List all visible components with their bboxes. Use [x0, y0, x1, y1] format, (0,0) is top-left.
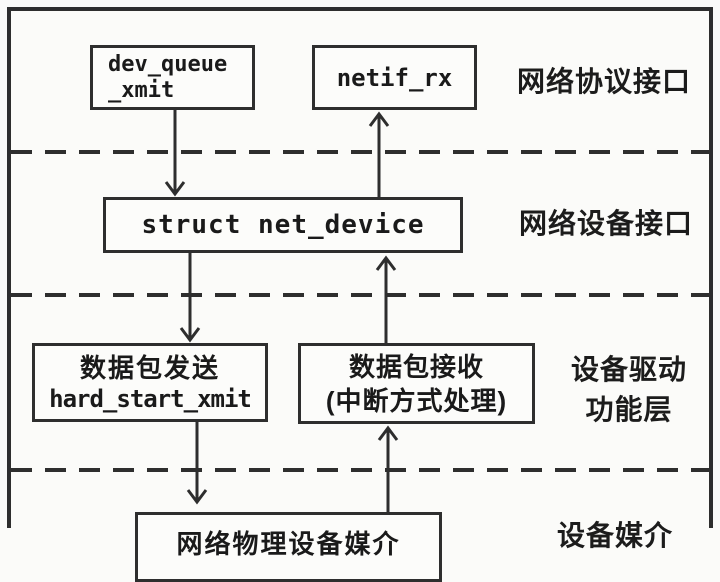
layer-label-driver-function: 设备驱动 功能层 [566, 350, 692, 430]
packet-receive-subtitle: (中断方式处理) [325, 385, 508, 416]
box-dev-queue-xmit: dev_queue _xmit [90, 45, 255, 110]
netif-rx-text: netif_rx [336, 63, 453, 92]
layer-label-protocol-interface: 网络协议接口 [517, 66, 692, 97]
dev-queue-xmit-text-line2: _xmit [108, 77, 175, 103]
outer-border [7, 7, 713, 528]
box-physical-media: 网络物理设备媒介 [135, 512, 442, 582]
diagram-lines-layer [7, 7, 713, 528]
layer-label-device-media: 设备媒介 [557, 520, 674, 551]
arrow-devqueue-to-netdevice-icon [164, 110, 186, 197]
box-packet-receive: 数据包接收 (中断方式处理) [298, 343, 535, 424]
layer-label-device-interface: 网络设备接口 [519, 208, 694, 239]
arrow-hardstart-to-media-icon [186, 422, 208, 505]
layer-label-driver-line1: 设备驱动 [570, 354, 687, 385]
packet-send-function: hard_start_xmit [49, 384, 252, 413]
box-packet-send: 数据包发送 hard_start_xmit [32, 343, 268, 422]
layer-label-driver-line2: 功能层 [585, 394, 673, 425]
arrow-netdevice-to-hardstart-icon [179, 253, 201, 343]
arrow-netdevice-to-netifrx-icon [368, 111, 390, 197]
packet-send-title: 数据包发送 [79, 352, 220, 383]
arrow-receive-to-netdevice-icon [375, 255, 397, 343]
packet-receive-title: 数据包接收 [348, 351, 484, 382]
box-struct-net-device: struct net_device [103, 197, 463, 253]
struct-net-device-text: struct net_device [141, 210, 425, 240]
physical-media-text: 网络物理设备媒介 [176, 529, 401, 559]
diagram-canvas: dev_queue _xmit netif_rx struct net_devi… [7, 7, 713, 582]
box-netif-rx: netif_rx [312, 45, 477, 110]
arrow-media-to-receive-icon [377, 425, 399, 512]
dev-queue-xmit-text-line1: dev_queue [108, 51, 228, 77]
